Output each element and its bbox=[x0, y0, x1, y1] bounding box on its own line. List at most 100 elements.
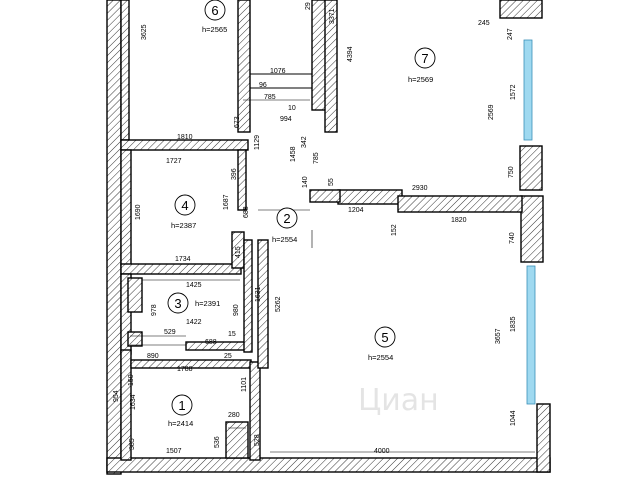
dim-15: 15 bbox=[228, 331, 236, 338]
dim-785a: 785 bbox=[264, 94, 276, 101]
dim-1820: 1820 bbox=[451, 217, 467, 224]
room-5-label: 5 h=2554 bbox=[368, 326, 396, 362]
dim-994: 994 bbox=[280, 116, 292, 123]
dim-1204: 1204 bbox=[348, 207, 364, 214]
room-4-circle bbox=[174, 194, 196, 216]
room-6-height: h=2565 bbox=[202, 25, 227, 34]
room-2-label: 2 h=2554 bbox=[272, 207, 298, 244]
room-6-number: 6 bbox=[211, 3, 218, 18]
wall-room4-bottom bbox=[120, 263, 242, 275]
dim-3625: 3625 bbox=[141, 24, 148, 40]
wall-room5-left bbox=[257, 239, 269, 369]
room-1-label: 1 h=2414 bbox=[168, 394, 193, 428]
wall-room6-right bbox=[237, 0, 251, 133]
room-4-label: 4 h=2387 bbox=[171, 194, 196, 230]
room-1-height: h=2414 bbox=[168, 419, 193, 428]
dim-785b: 785 bbox=[313, 152, 320, 164]
wall-room7-left bbox=[324, 0, 338, 133]
dim-740: 740 bbox=[509, 232, 516, 244]
wall-room4-right-upper bbox=[237, 149, 247, 211]
room-1-number: 1 bbox=[178, 398, 185, 413]
outer-wall-right-upper bbox=[519, 145, 543, 191]
room-7-number: 7 bbox=[421, 51, 428, 66]
wall-room3-bottom bbox=[185, 341, 251, 351]
dim-5262: 5262 bbox=[275, 296, 282, 312]
dim-688a: 688 bbox=[243, 206, 250, 218]
room-2-height: h=2554 bbox=[272, 235, 297, 244]
dim-1076: 1076 bbox=[270, 68, 286, 75]
dim-1458: 1458 bbox=[290, 146, 297, 162]
dim-688b: 688 bbox=[205, 339, 217, 346]
walls bbox=[106, 0, 551, 475]
dim-152: 152 bbox=[391, 224, 398, 236]
dim-1507: 1507 bbox=[166, 448, 182, 455]
room-5-circle bbox=[374, 326, 396, 348]
dim-1734: 1734 bbox=[175, 256, 191, 263]
dim-1044: 1044 bbox=[510, 410, 517, 426]
room-6-circle bbox=[204, 0, 226, 21]
dim-2569: 2569 bbox=[488, 104, 495, 120]
dim-96: 96 bbox=[259, 82, 267, 89]
inner-lines bbox=[130, 73, 535, 453]
dim-1129: 1129 bbox=[254, 135, 261, 150]
window-room5 bbox=[526, 265, 536, 405]
dim-3657: 3657 bbox=[495, 328, 502, 344]
dim-1788: 1788 bbox=[177, 366, 193, 373]
dim-150: 150 bbox=[128, 374, 135, 386]
dim-1687: 1687 bbox=[223, 194, 230, 210]
outer-wall-right-top bbox=[499, 0, 543, 19]
dim-1810: 1810 bbox=[177, 134, 193, 141]
room-2-number: 2 bbox=[283, 211, 290, 226]
dim-1572: 1572 bbox=[510, 84, 517, 100]
dim-10: 10 bbox=[288, 105, 296, 112]
window-room7 bbox=[523, 39, 533, 141]
room-2-circle bbox=[276, 207, 298, 229]
room-3-number: 3 bbox=[174, 296, 181, 311]
windows bbox=[523, 39, 536, 405]
dim-140: 140 bbox=[302, 176, 309, 188]
wall-room1-left bbox=[120, 349, 132, 461]
room-6-label: 6 h=2565 bbox=[202, 0, 227, 34]
room-5-height: h=2554 bbox=[368, 353, 393, 362]
outer-wall-right-mid bbox=[520, 195, 544, 263]
niche-wall bbox=[225, 421, 249, 459]
wall-room6-7 bbox=[311, 0, 327, 111]
wall-room4-left bbox=[120, 149, 132, 266]
room-4-height: h=2387 bbox=[171, 221, 196, 230]
wall-room7-bottom-right bbox=[397, 195, 523, 213]
outer-wall-right-bottom bbox=[536, 403, 551, 473]
dimension-labels: 3625 29 3371 245 247 1076 96 4394 1572 7… bbox=[113, 2, 517, 455]
dim-25: 25 bbox=[224, 353, 232, 360]
dim-536: 536 bbox=[214, 436, 221, 448]
room-3-height: h=2391 bbox=[195, 299, 220, 308]
wall-room3-right bbox=[243, 239, 253, 353]
dim-247: 247 bbox=[507, 28, 514, 40]
dim-1727: 1727 bbox=[166, 158, 182, 165]
dim-954: 954 bbox=[113, 390, 120, 402]
room-labels: 6 h=2565 7 h=2569 4 h=2387 2 h=2554 3 h=… bbox=[167, 0, 436, 428]
dim-245: 245 bbox=[478, 20, 490, 27]
room-3-label: 3 h=2391 bbox=[167, 292, 220, 314]
outer-wall-bottom bbox=[106, 457, 551, 473]
dim-978: 978 bbox=[151, 304, 158, 316]
dim-385: 385 bbox=[129, 438, 136, 450]
room-1-circle bbox=[171, 394, 193, 416]
dim-1690: 1690 bbox=[135, 204, 142, 220]
dim-4000: 4000 bbox=[374, 448, 390, 455]
wall-room6-left bbox=[120, 0, 130, 141]
room-7-label: 7 h=2569 bbox=[408, 47, 436, 84]
dim-55: 55 bbox=[328, 178, 335, 186]
room-7-height: h=2569 bbox=[408, 75, 433, 84]
dim-280: 280 bbox=[228, 412, 240, 419]
room-3-circle bbox=[167, 292, 189, 314]
dim-29: 29 bbox=[305, 2, 312, 10]
dim-529: 529 bbox=[164, 329, 176, 336]
dim-2930: 2930 bbox=[412, 185, 428, 192]
dim-1422: 1422 bbox=[186, 319, 202, 326]
room-4-number: 4 bbox=[181, 198, 188, 213]
dim-528: 528 bbox=[254, 434, 261, 446]
wall-room3-corner bbox=[127, 331, 143, 347]
dim-3371: 3371 bbox=[329, 8, 336, 24]
wall-room3-shaft bbox=[127, 277, 143, 313]
dim-673: 673 bbox=[234, 116, 241, 128]
